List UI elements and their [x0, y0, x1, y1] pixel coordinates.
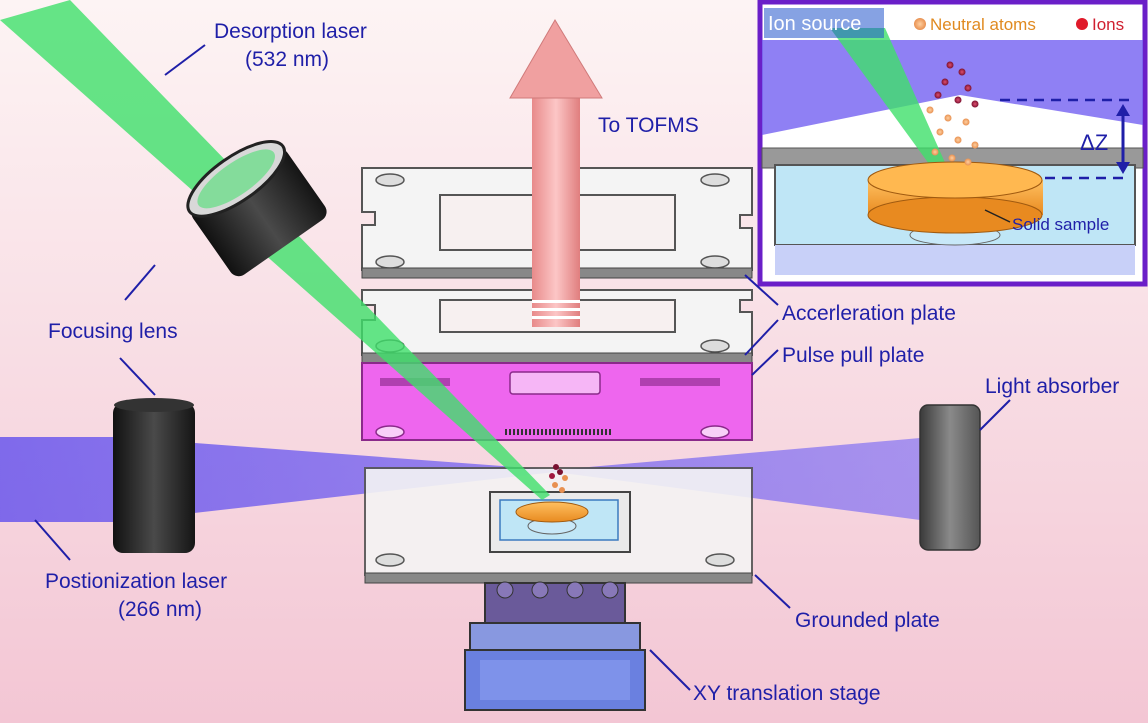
grounded-plate	[364, 467, 753, 584]
postionization-laser-wavelength: (266 nm)	[118, 598, 202, 621]
xy-stage-label: XY translation stage	[693, 682, 881, 705]
pulse-pull-plate-label: Pulse pull plate	[782, 344, 924, 367]
light-absorber-label: Light absorber	[985, 375, 1119, 398]
legend-neutral-atoms: Neutral atoms	[930, 15, 1036, 34]
desorption-focusing-lens	[186, 140, 327, 277]
inset-panel	[757, 0, 1148, 287]
to-tofms-label: To TOFMS	[598, 114, 699, 137]
focusing-lens-label: Focusing lens	[48, 320, 178, 343]
tofms-arrow	[509, 19, 603, 327]
postionization-laser-label: Postionization laser	[45, 570, 227, 593]
legend-ions: Ions	[1092, 15, 1124, 34]
solid-sample-label: Solid sample	[1012, 215, 1109, 234]
xy-translation-stage	[464, 581, 646, 711]
acceleration-plate-label: Accerleration plate	[782, 302, 956, 325]
particle-cloud	[549, 464, 568, 493]
delta-z-label: ΔZ	[1080, 130, 1108, 155]
inset-title: Ion source	[768, 13, 861, 35]
desorption-laser-wavelength: (532 nm)	[245, 48, 329, 71]
desorption-laser-label: Desorption laser	[214, 20, 367, 43]
grounded-plate-label: Grounded plate	[795, 609, 940, 632]
light-absorber	[919, 404, 981, 551]
postionization-focusing-lens	[113, 398, 195, 553]
leader-lines	[34, 44, 1011, 691]
